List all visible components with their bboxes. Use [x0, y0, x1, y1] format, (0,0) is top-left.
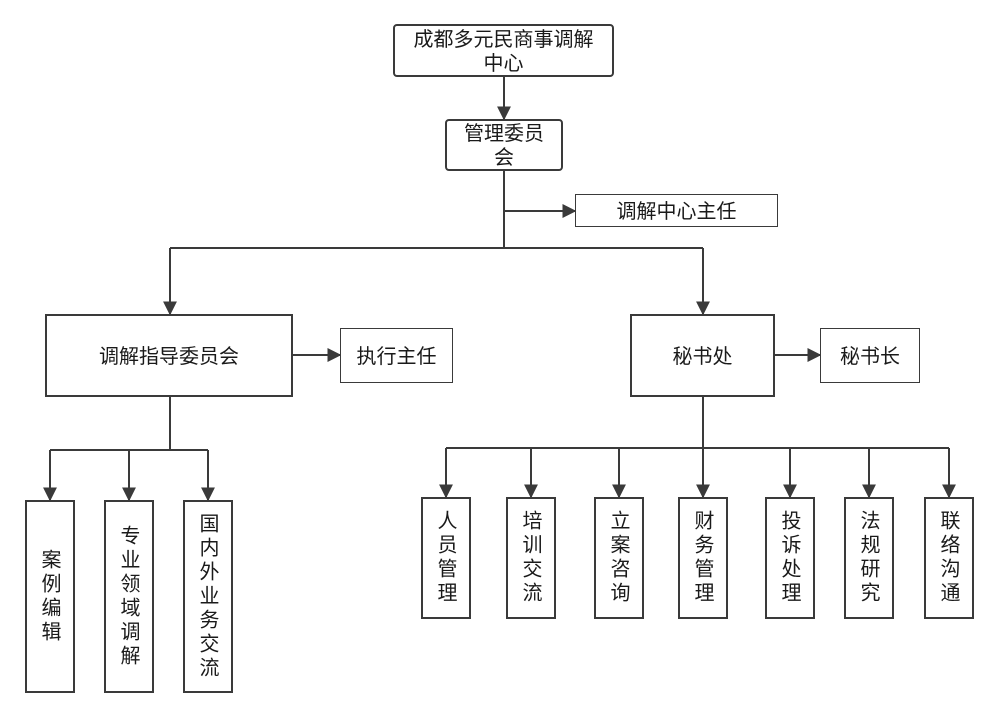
node-guidance-child-3: 国内外业务交流 [183, 500, 233, 693]
node-sec-child-5-label: 投诉处理 [778, 510, 802, 606]
node-sec-child-5: 投诉处理 [765, 497, 815, 619]
node-executive-director: 执行主任 [340, 328, 453, 383]
node-executive-director-label: 执行主任 [356, 343, 437, 368]
node-sec-child-1: 人员管理 [421, 497, 471, 619]
node-sec-child-7: 联络沟通 [924, 497, 974, 619]
node-guidance-committee: 调解指导委员会 [45, 314, 293, 397]
node-guidance-committee-label: 调解指导委员会 [99, 343, 239, 368]
node-center-director: 调解中心主任 [575, 194, 778, 227]
node-secretary-general: 秘书长 [820, 328, 920, 383]
node-secretariat: 秘书处 [630, 314, 775, 397]
node-secretary-general-label: 秘书长 [840, 343, 900, 368]
node-guidance-child-3-label: 国内外业务交流 [196, 512, 220, 681]
node-center: 成都多元民商事调解中心 [393, 24, 614, 77]
node-management-committee-label: 管理委员会 [464, 121, 544, 169]
node-center-label: 成都多元民商事调解中心 [413, 26, 594, 75]
node-guidance-child-1-label: 案例编辑 [38, 548, 62, 645]
node-guidance-child-2: 专业领域调解 [104, 500, 154, 693]
node-sec-child-4-label: 财务管理 [691, 510, 715, 606]
node-sec-child-6: 法规研究 [844, 497, 894, 619]
node-sec-child-4: 财务管理 [678, 497, 728, 619]
node-guidance-child-2-label: 专业领域调解 [117, 524, 141, 669]
node-sec-child-3: 立案咨询 [594, 497, 644, 619]
node-sec-child-1-label: 人员管理 [434, 510, 458, 606]
node-management-committee: 管理委员会 [445, 119, 563, 171]
node-guidance-child-1: 案例编辑 [25, 500, 75, 693]
node-secretariat-label: 秘书处 [672, 343, 733, 368]
node-sec-child-6-label: 法规研究 [857, 510, 881, 606]
node-center-director-label: 调解中心主任 [616, 198, 737, 223]
node-sec-child-2: 培训交流 [506, 497, 556, 619]
node-sec-child-7-label: 联络沟通 [937, 510, 961, 606]
node-sec-child-2-label: 培训交流 [519, 510, 543, 606]
node-sec-child-3-label: 立案咨询 [607, 510, 631, 606]
